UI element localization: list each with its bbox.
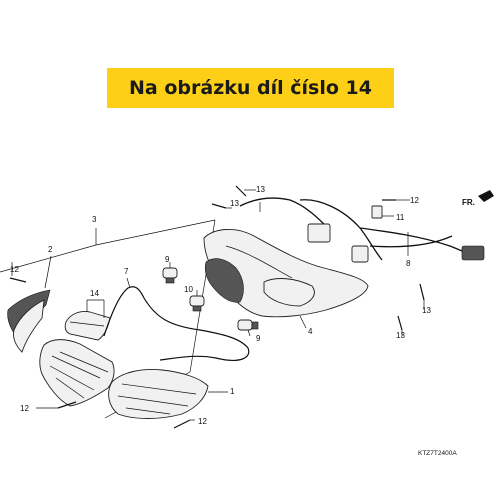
label-12-top: 12 — [410, 196, 419, 205]
screw-left-12 — [9, 262, 27, 283]
large-lens — [39, 339, 115, 407]
screw-lower-right-13 — [397, 315, 403, 336]
label-2: 2 — [48, 245, 53, 254]
screw-right-13 — [419, 283, 425, 310]
label-3: 3 — [92, 215, 97, 224]
label-13-top: 13 — [256, 185, 265, 194]
banner-text: Na obrázku díl číslo 14 — [129, 77, 372, 99]
rubber-seal-part-7 — [103, 277, 250, 361]
label-4: 4 — [308, 327, 313, 336]
screws — [9, 185, 425, 429]
label-11: 11 — [396, 213, 405, 222]
side-reflector-part-2 — [7, 255, 52, 353]
label-12-left: 12 — [10, 265, 19, 274]
screw-bottom-12 — [173, 419, 195, 429]
screw-lower-left-12 — [36, 401, 77, 409]
small-lens-part-14 — [64, 299, 111, 341]
label-9-top: 9 — [165, 255, 170, 264]
part-labels: 1 2 3 4 7 8 9 9 10 11 12 12 12 12 13 13 … — [10, 185, 431, 426]
label-9-bottom: 9 — [256, 334, 261, 343]
label-12-lower-left: 12 — [20, 404, 29, 413]
bulb-part-10 — [189, 290, 205, 312]
screw-top-13 — [211, 185, 261, 212]
label-13-left: 13 — [230, 199, 239, 208]
label-13-lower-right: 13 — [396, 331, 405, 340]
taillight-housing-part-4 — [203, 229, 369, 329]
part-number-banner: Na obrázku díl číslo 14 — [107, 68, 394, 108]
label-7: 7 — [124, 267, 129, 276]
label-12-bottom: 12 — [198, 417, 207, 426]
bulb-part-9-top — [162, 262, 178, 284]
main-lens-part-1 — [108, 369, 228, 419]
label-10: 10 — [184, 285, 193, 294]
bulb-part-9-bottom — [237, 319, 259, 337]
label-8: 8 — [406, 259, 411, 268]
wiring-harness-part-8 — [239, 197, 485, 263]
label-13-right: 13 — [422, 306, 431, 315]
label-14: 14 — [90, 289, 99, 298]
front-direction-arrow: FR. — [462, 190, 494, 207]
label-1: 1 — [230, 387, 235, 396]
front-direction-label: FR. — [462, 198, 475, 207]
diagram-code: KTZ7T2400A — [418, 450, 457, 457]
